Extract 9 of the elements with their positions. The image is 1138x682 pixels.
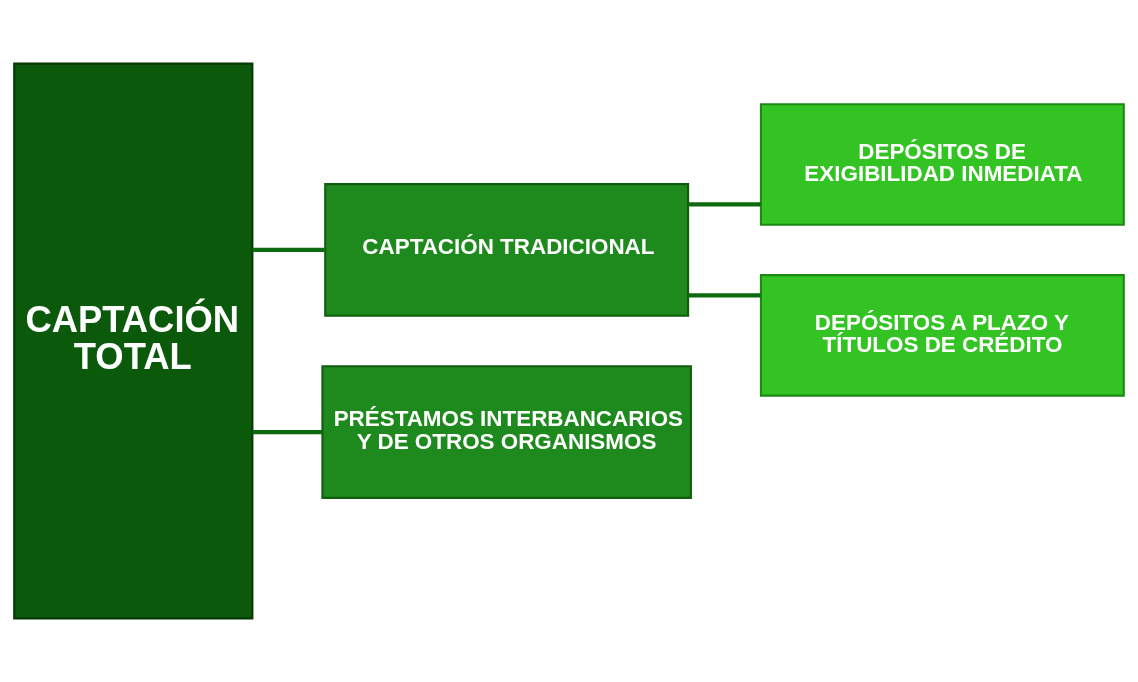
node-box: PRÉSTAMOS INTERBANCARIOS Y DE OTROS ORGANISMOS — [321, 365, 692, 499]
node-box: CAPTACIÓN TOTAL — [13, 62, 254, 620]
node-box: DEPÓSITOS DE EXIGIBILIDAD INMEDIATA — [759, 103, 1125, 226]
node-box: CAPTACIÓN TRADICIONAL — [324, 183, 690, 317]
connector — [688, 293, 761, 298]
connector — [688, 202, 761, 207]
connector — [252, 247, 325, 253]
node-box: DEPÓSITOS A PLAZO Y TÍTULOS DE CRÉDITO — [759, 274, 1125, 397]
connector — [252, 429, 322, 435]
